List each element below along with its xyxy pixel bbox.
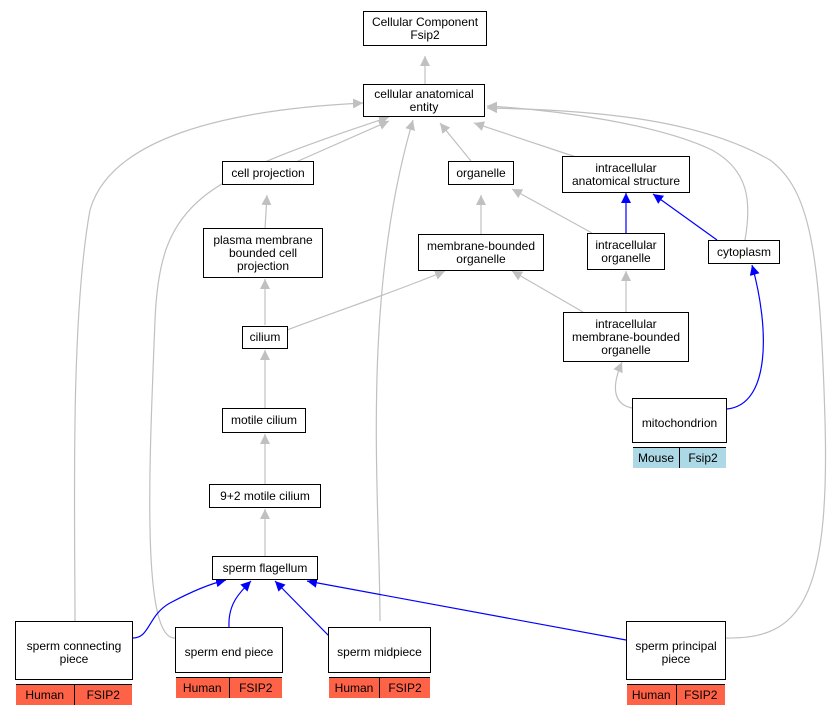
edge-imbo-mbo xyxy=(511,270,584,313)
edge-connecting-cae xyxy=(73,98,364,622)
annotation-tags: Human FSIP2 xyxy=(329,677,430,698)
node-sperm-midpiece[interactable]: sperm midpiece Human FSIP2 xyxy=(328,627,431,698)
edge-ias-cae xyxy=(473,121,577,158)
species-tag: Mouse xyxy=(633,448,679,468)
node-label: cell projection xyxy=(231,165,305,180)
edge-pmbcp-cellproj xyxy=(261,194,272,230)
species-tag: Human xyxy=(176,678,229,698)
node-intracellular-membrane-bounded-organelle[interactable]: intracellular membrane-bounded organelle xyxy=(563,312,689,362)
edge-midpiece-cae xyxy=(375,119,415,622)
edge-endpiece-flagellum xyxy=(228,580,252,628)
node-cilium[interactable]: cilium xyxy=(242,326,288,349)
edge-organelle-cae xyxy=(439,122,472,162)
edge-cytoplasm-cae xyxy=(486,101,749,241)
edge-mito-cytoplasm xyxy=(726,264,764,410)
node-label: membrane-bounded organelle xyxy=(426,238,536,266)
edge-cellproj-cae xyxy=(295,120,390,163)
node-label: intracellular organelle xyxy=(595,237,657,265)
node-organelle[interactable]: organelle xyxy=(448,161,514,185)
annotation-tags: Mouse Fsip2 xyxy=(633,447,726,468)
edge-cilium-mbo xyxy=(286,270,446,331)
node-sperm-end-piece[interactable]: sperm end piece Human FSIP2 xyxy=(175,627,283,698)
node-cell-projection[interactable]: cell projection xyxy=(222,161,314,185)
edge-midpiece-flagellum xyxy=(274,580,330,637)
species-tag: Human xyxy=(16,685,74,705)
node-9-2-motile-cilium[interactable]: 9+2 motile cilium xyxy=(209,484,321,508)
gene-tag: FSIP2 xyxy=(379,678,430,698)
edge-mito-imbo xyxy=(613,361,633,409)
species-tag: Human xyxy=(627,685,676,705)
node-label: sperm principal piece xyxy=(635,639,717,666)
edge-principal-cae xyxy=(486,103,827,639)
node-label: plasma membrane bounded cell projection xyxy=(213,232,313,273)
annotation-tags: Human FSIP2 xyxy=(16,684,132,705)
node-label: Cellular Component Fsip2 xyxy=(371,14,479,42)
node-label: 9+2 motile cilium xyxy=(220,488,310,503)
edge-connecting-flagellum xyxy=(132,577,227,639)
node-label: sperm end piece xyxy=(184,645,274,659)
node-label: organelle xyxy=(456,165,506,180)
node-cellular-component-fsip2[interactable]: Cellular Component Fsip2 xyxy=(363,11,487,46)
node-sperm-flagellum[interactable]: sperm flagellum xyxy=(212,556,318,580)
node-sperm-connecting-piece[interactable]: sperm connecting piece Human FSIP2 xyxy=(15,621,133,705)
node-motile-cilium[interactable]: motile cilium xyxy=(222,408,306,433)
gene-tag: FSIP2 xyxy=(675,685,725,705)
node-label: mitochondrion xyxy=(641,415,718,430)
edge-principal-flagellum xyxy=(306,577,627,641)
gene-tag: FSIP2 xyxy=(73,685,132,705)
node-label: intracellular anatomical structure xyxy=(571,160,681,188)
edge-cytoplasm-ias xyxy=(652,193,718,241)
gene-tag: FSIP2 xyxy=(228,678,282,698)
node-sperm-principal-piece[interactable]: sperm principal piece Human FSIP2 xyxy=(626,621,726,705)
species-tag: Human xyxy=(329,678,379,698)
annotation-tags: Human FSIP2 xyxy=(627,684,725,705)
node-intracellular-anatomical-structure[interactable]: intracellular anatomical structure xyxy=(562,156,690,193)
node-label: sperm flagellum xyxy=(222,560,308,575)
node-cellular-anatomical-entity[interactable]: cellular anatomical entity xyxy=(363,84,485,117)
edge-layer xyxy=(73,56,827,641)
node-membrane-bounded-organelle[interactable]: membrane-bounded organelle xyxy=(418,234,544,271)
node-label: cellular anatomical entity xyxy=(374,86,474,114)
node-label: cilium xyxy=(249,330,281,344)
node-plasma-membrane-bounded-cell-projection[interactable]: plasma membrane bounded cell projection xyxy=(203,228,323,278)
node-mitochondrion[interactable]: mitochondrion Mouse Fsip2 xyxy=(632,398,727,468)
node-label: sperm connecting piece xyxy=(26,639,122,666)
node-label: sperm midpiece xyxy=(337,645,422,659)
annotation-tags: Human FSIP2 xyxy=(176,677,282,698)
gene-tag: Fsip2 xyxy=(679,448,726,468)
node-intracellular-organelle[interactable]: intracellular organelle xyxy=(587,233,665,270)
node-cytoplasm[interactable]: cytoplasm xyxy=(708,240,780,264)
edge-io-organelle xyxy=(511,188,593,234)
node-label: intracellular membrane-bounded organelle xyxy=(571,316,681,357)
node-label: cytoplasm xyxy=(716,244,772,259)
node-label: motile cilium xyxy=(230,413,297,427)
